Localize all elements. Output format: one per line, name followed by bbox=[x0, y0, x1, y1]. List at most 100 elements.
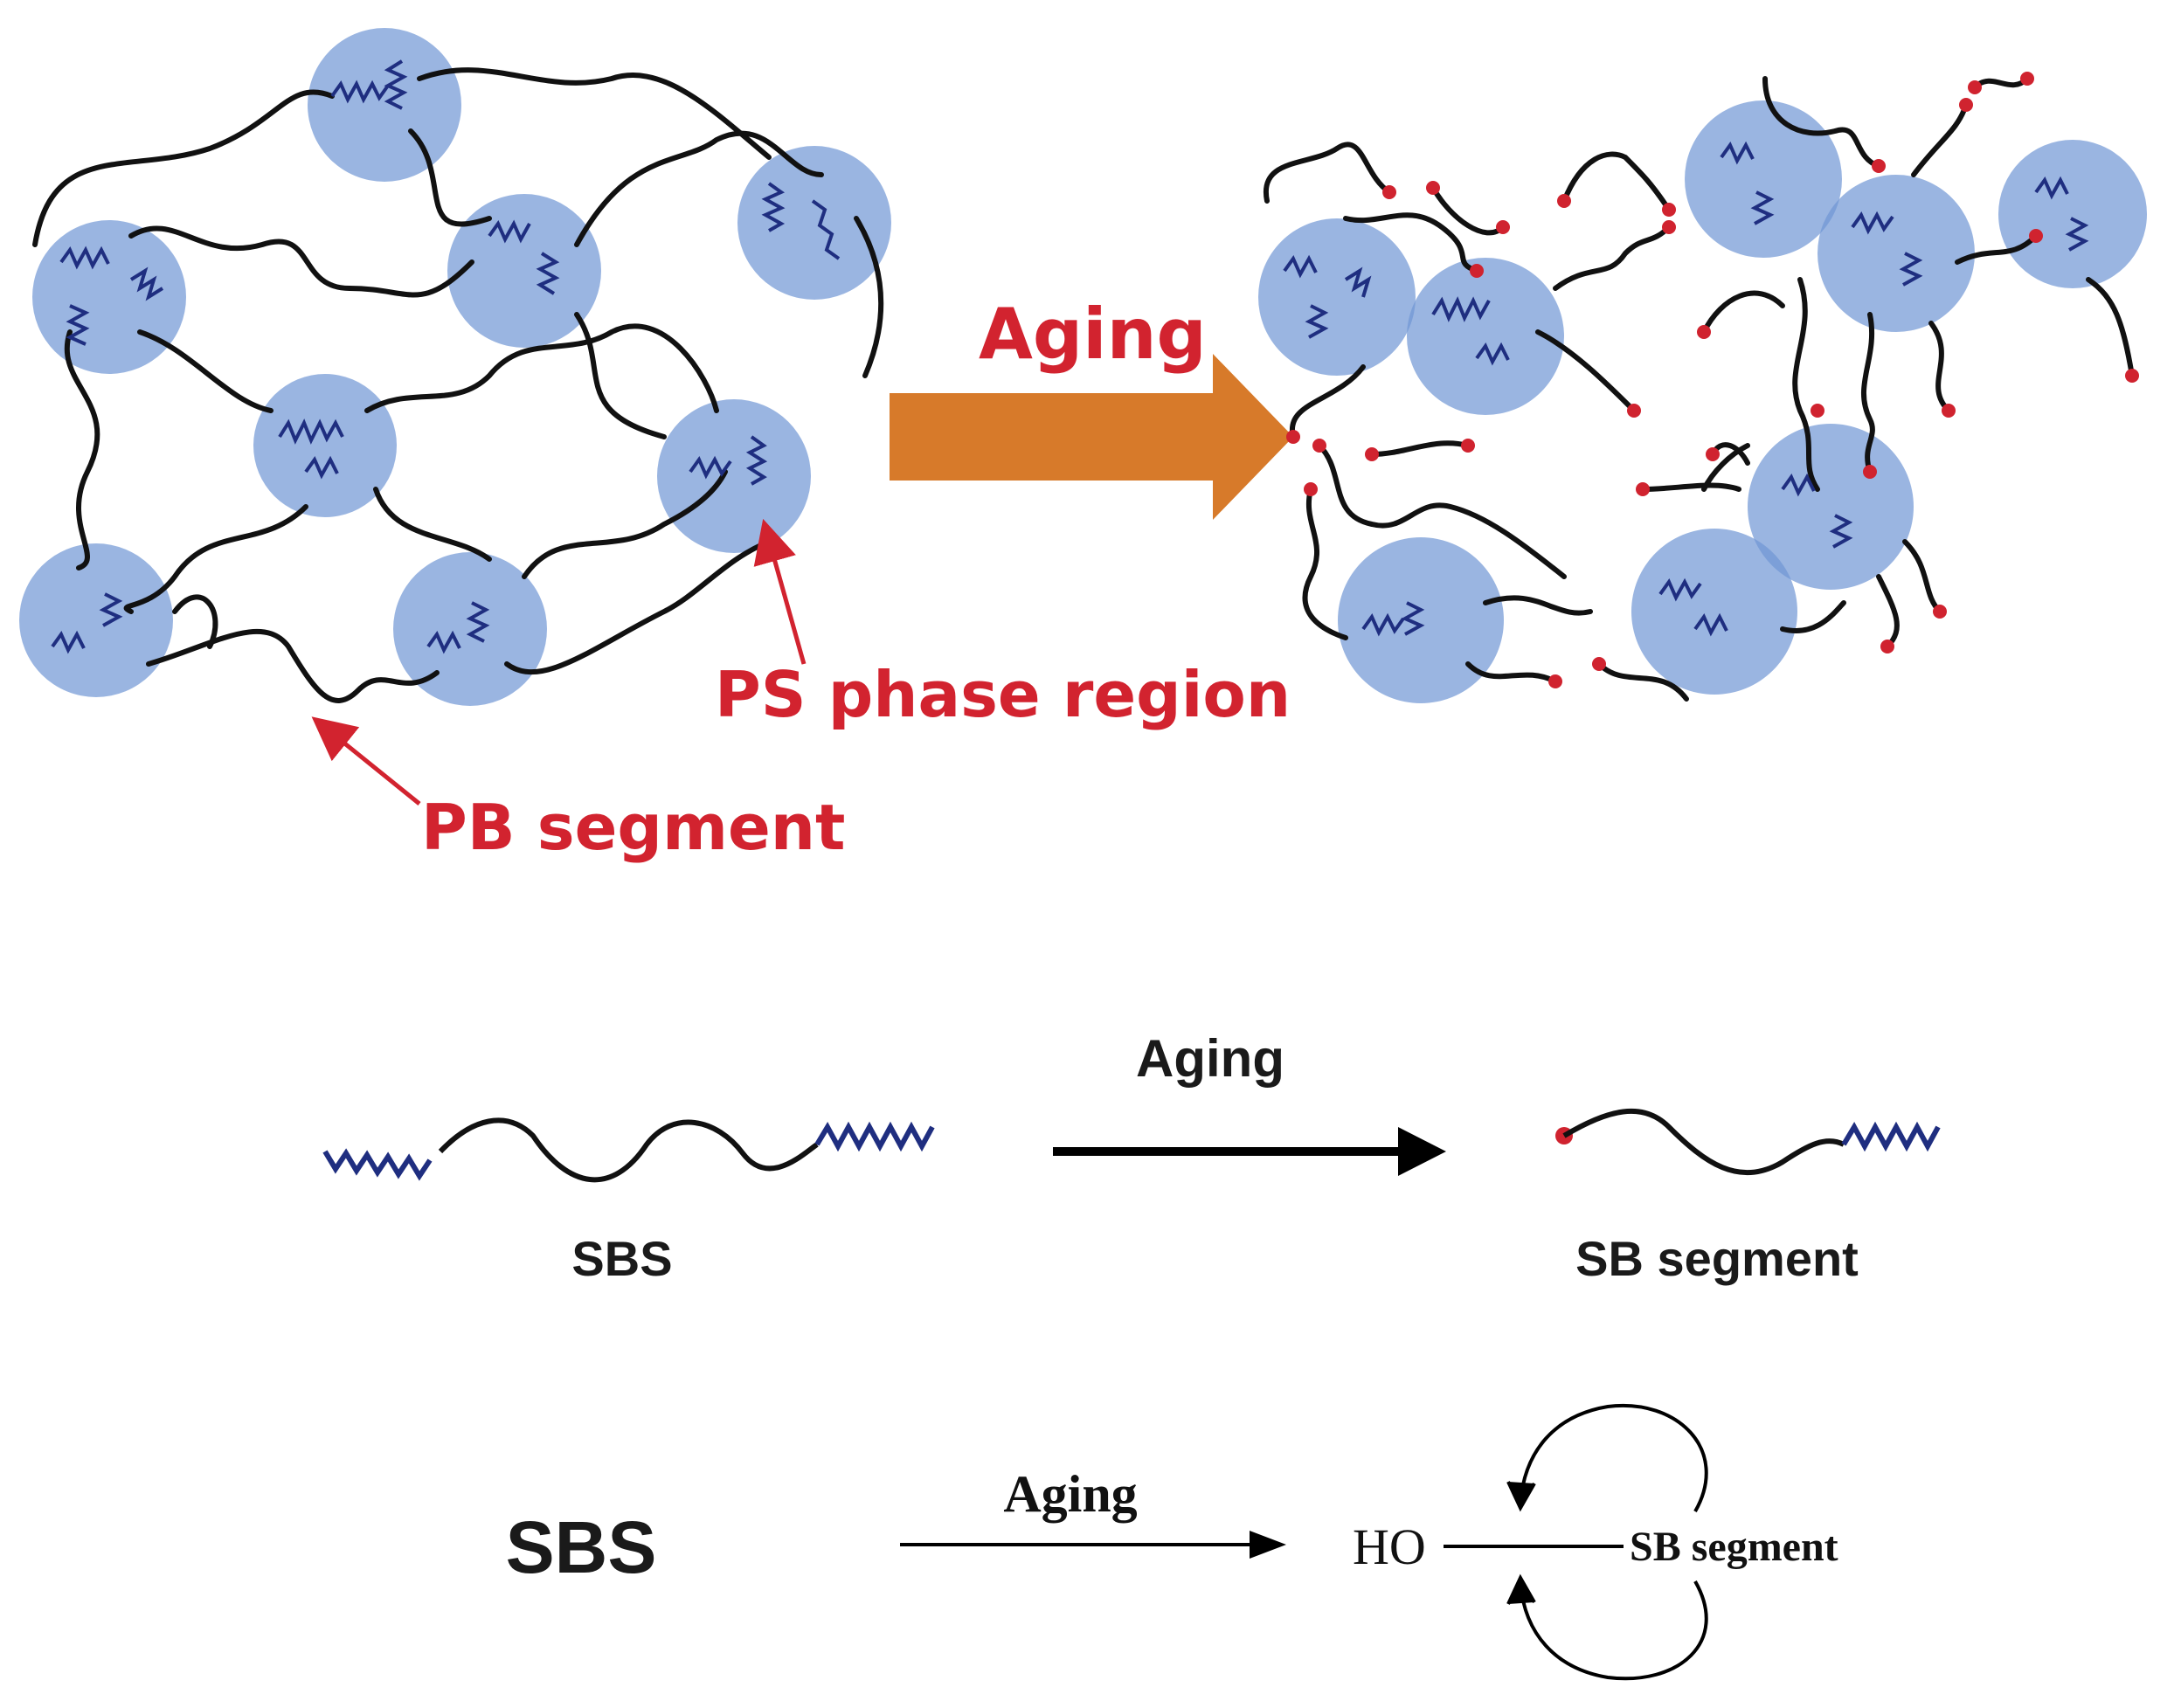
ps-domain bbox=[19, 543, 173, 697]
ps-chain bbox=[129, 266, 164, 301]
bottom-scheme: SBS Aging HO SB segment bbox=[506, 1403, 1838, 1681]
oxidized-chain-end bbox=[1933, 605, 1947, 619]
ps-block-left bbox=[322, 1148, 433, 1181]
pb-chain bbox=[574, 130, 824, 247]
ps-chain bbox=[2034, 176, 2069, 200]
ps-chains-aged bbox=[1283, 141, 2089, 637]
chain-ends-aged bbox=[1286, 72, 2139, 688]
oxidized-chain-end bbox=[1706, 447, 1720, 461]
pb-fragment bbox=[1701, 290, 1785, 335]
pb-fragment bbox=[1596, 661, 1689, 702]
ps-chain bbox=[1283, 254, 1318, 279]
pb-fragment bbox=[1317, 443, 1567, 579]
ps-chain bbox=[59, 245, 110, 270]
ps-chain bbox=[689, 455, 732, 480]
ps-chain bbox=[330, 80, 390, 104]
cyclic-arrows bbox=[1506, 1403, 1708, 1681]
ps-chain bbox=[1781, 473, 1816, 497]
pb-fragment bbox=[1876, 574, 1900, 649]
ps-chain bbox=[384, 59, 408, 110]
oxidized-chain-end bbox=[1697, 325, 1711, 339]
ps-domain bbox=[657, 399, 811, 553]
ps-chain bbox=[1720, 141, 1755, 165]
oxidized-chain-end bbox=[2020, 72, 2034, 86]
bottom-aging-arrow: Aging bbox=[900, 1465, 1286, 1559]
pb-chain bbox=[574, 312, 667, 439]
pb-fragment bbox=[1465, 661, 1558, 684]
ps-chain bbox=[488, 219, 531, 244]
oxidized-chain-end bbox=[1312, 439, 1326, 453]
aging-label-bottom: Aging bbox=[1003, 1465, 1137, 1523]
pb-fragment bbox=[1911, 102, 1969, 177]
pb-block bbox=[438, 1117, 819, 1183]
ps-domains-intact bbox=[19, 28, 891, 706]
pb-fragment bbox=[1640, 482, 1741, 492]
ps-chain bbox=[1899, 252, 1923, 287]
pb-segment-pointer bbox=[311, 716, 421, 806]
pb-fragment bbox=[1561, 151, 1672, 212]
sb-segment-label-bottom: SB segment bbox=[1630, 1524, 1838, 1570]
lower-cycle-head bbox=[1506, 1573, 1536, 1605]
bottom-arrow-head bbox=[1250, 1531, 1286, 1559]
ps-domain bbox=[1818, 175, 1975, 332]
ps-domain bbox=[1407, 258, 1564, 415]
pb-fragment bbox=[1343, 212, 1479, 273]
ps-phase-pointer bbox=[753, 518, 807, 665]
oxidized-chain-end bbox=[1557, 194, 1571, 208]
ps-chain bbox=[466, 601, 490, 643]
sbs-chain-schematic bbox=[322, 1117, 935, 1183]
ps-chain bbox=[1361, 612, 1405, 637]
oxidized-chain-end bbox=[1662, 203, 1676, 217]
sbs-label-middle: SBS bbox=[571, 1231, 672, 1286]
oxidized-chain-end bbox=[1959, 98, 1973, 112]
upper-cycle-head bbox=[1506, 1481, 1536, 1512]
oxidized-chain-end bbox=[1382, 185, 1396, 199]
pb-fragment bbox=[1535, 329, 1637, 413]
sb-segment-label-middle: SB segment bbox=[1575, 1231, 1859, 1286]
pb-fragment bbox=[1928, 321, 1951, 413]
pb-chain bbox=[146, 628, 440, 703]
oxidized-chain-end bbox=[1461, 439, 1475, 453]
ps-domain bbox=[737, 146, 891, 300]
pb-fragment bbox=[1780, 600, 1846, 633]
pb-chain bbox=[32, 89, 335, 247]
ps-chain bbox=[51, 630, 86, 654]
pb-chain bbox=[417, 67, 772, 160]
aging-label-top: Aging bbox=[979, 294, 1207, 375]
ps-chain bbox=[745, 435, 768, 486]
oxidized-chain-end bbox=[1662, 220, 1676, 234]
ps-chain bbox=[278, 418, 344, 445]
ps-chain bbox=[1693, 612, 1728, 637]
pb-chain bbox=[504, 539, 772, 675]
pb-fragment bbox=[1860, 312, 1875, 474]
aging-label-middle: Aging bbox=[1136, 1029, 1284, 1088]
lower-cycle-arc bbox=[1519, 1580, 1708, 1681]
ps-chain bbox=[1401, 601, 1425, 636]
ps-block-right bbox=[814, 1121, 935, 1152]
ps-domain bbox=[1998, 140, 2147, 288]
pb-fragment bbox=[1701, 443, 1750, 492]
ps-chain bbox=[1829, 514, 1853, 549]
ps-domain bbox=[253, 374, 397, 517]
pb-fragment bbox=[1369, 440, 1471, 457]
oxidized-chain-end bbox=[1968, 80, 1982, 94]
ps-domain bbox=[1338, 537, 1504, 703]
pb-fragment bbox=[1483, 595, 1593, 616]
upper-cycle-arc bbox=[1519, 1403, 1708, 1512]
oxidized-chain-end bbox=[1636, 482, 1650, 496]
oxidized-chain-end bbox=[1627, 404, 1641, 418]
ps-chain bbox=[811, 199, 841, 260]
oxidized-chain-end bbox=[2125, 369, 2139, 383]
pb-block bbox=[1562, 1108, 1845, 1176]
oxidized-chain-end bbox=[1365, 447, 1379, 461]
oxidized-chain-end bbox=[1811, 404, 1824, 418]
ho-label: HO bbox=[1353, 1518, 1426, 1575]
aged-network bbox=[1258, 72, 2147, 703]
ps-chain bbox=[1658, 577, 1702, 602]
pb-fragment bbox=[1289, 364, 1366, 439]
ps-block bbox=[1841, 1121, 1941, 1152]
oxidized-chain-end bbox=[1304, 482, 1318, 496]
ps-chain bbox=[761, 182, 786, 232]
oxidized-chain-end bbox=[2029, 229, 2043, 243]
